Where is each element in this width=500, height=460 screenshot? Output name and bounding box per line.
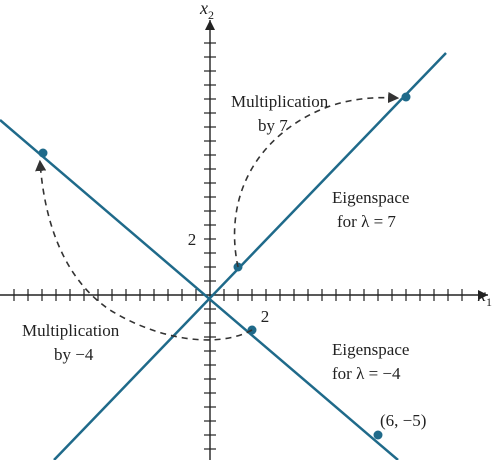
y-axis-label: x2 bbox=[199, 0, 214, 22]
eigenspace-lambda-minus-4-line-2: for λ = −4 bbox=[332, 364, 401, 383]
eigenspace-lambda-7-line-2: for λ = 7 bbox=[337, 212, 396, 231]
y-axis-ticks bbox=[204, 42, 216, 450]
axis-labels: x1 x2 bbox=[199, 0, 492, 309]
x-axis-label: x1 bbox=[477, 285, 492, 309]
point-lambda-7-end bbox=[401, 92, 411, 102]
eigenspace-lambda-7-line-1: Eigenspace bbox=[332, 188, 409, 207]
x-tick-label-2: 2 bbox=[261, 307, 270, 326]
y-axis-arrow bbox=[205, 20, 215, 30]
x-axis-arrow bbox=[478, 290, 488, 300]
multiplication-by-7-line-1: Multiplication bbox=[231, 92, 329, 111]
coordinate-axes bbox=[0, 20, 488, 460]
eigenspace-lambda-minus-4-label: Eigenspace for λ = −4 bbox=[332, 340, 414, 383]
multiplication-by-minus-4-arc bbox=[35, 159, 253, 341]
eigenspace-lambda-minus-4-line-1: Eigenspace bbox=[332, 340, 409, 359]
eigenspace-lambda-7-label: Eigenspace for λ = 7 bbox=[332, 188, 414, 231]
multiplication-by-7-label: Multiplication by 7 bbox=[231, 92, 333, 135]
eigenspace-line-lambda-minus-4 bbox=[0, 119, 399, 460]
eigenspace-line-lambda-7 bbox=[53, 52, 447, 460]
x-axis-ticks bbox=[13, 289, 463, 301]
multiplication-by-minus-4-line-2: by −4 bbox=[54, 345, 94, 364]
multiplication-by-minus-4-line-1: Multiplication bbox=[22, 321, 120, 340]
multiplication-by-7-line-2: by 7 bbox=[258, 116, 288, 135]
eigenspaces bbox=[0, 52, 447, 460]
y-tick-label-2: 2 bbox=[188, 230, 197, 249]
point-six-minus-five-label: (6, −5) bbox=[380, 411, 426, 430]
point-lambda-minus-4-end bbox=[38, 148, 48, 158]
annotations: Multiplication by 7 Multiplication by −4… bbox=[22, 92, 426, 430]
multiplication-by-7-arc bbox=[233, 91, 400, 268]
multiplication-by-minus-4-label: Multiplication by −4 bbox=[22, 321, 124, 364]
point-six-minus-five bbox=[373, 430, 383, 440]
transformation-arcs bbox=[35, 91, 400, 341]
tick-labels: 2 2 bbox=[188, 230, 270, 326]
eigenvector-points bbox=[38, 92, 411, 440]
